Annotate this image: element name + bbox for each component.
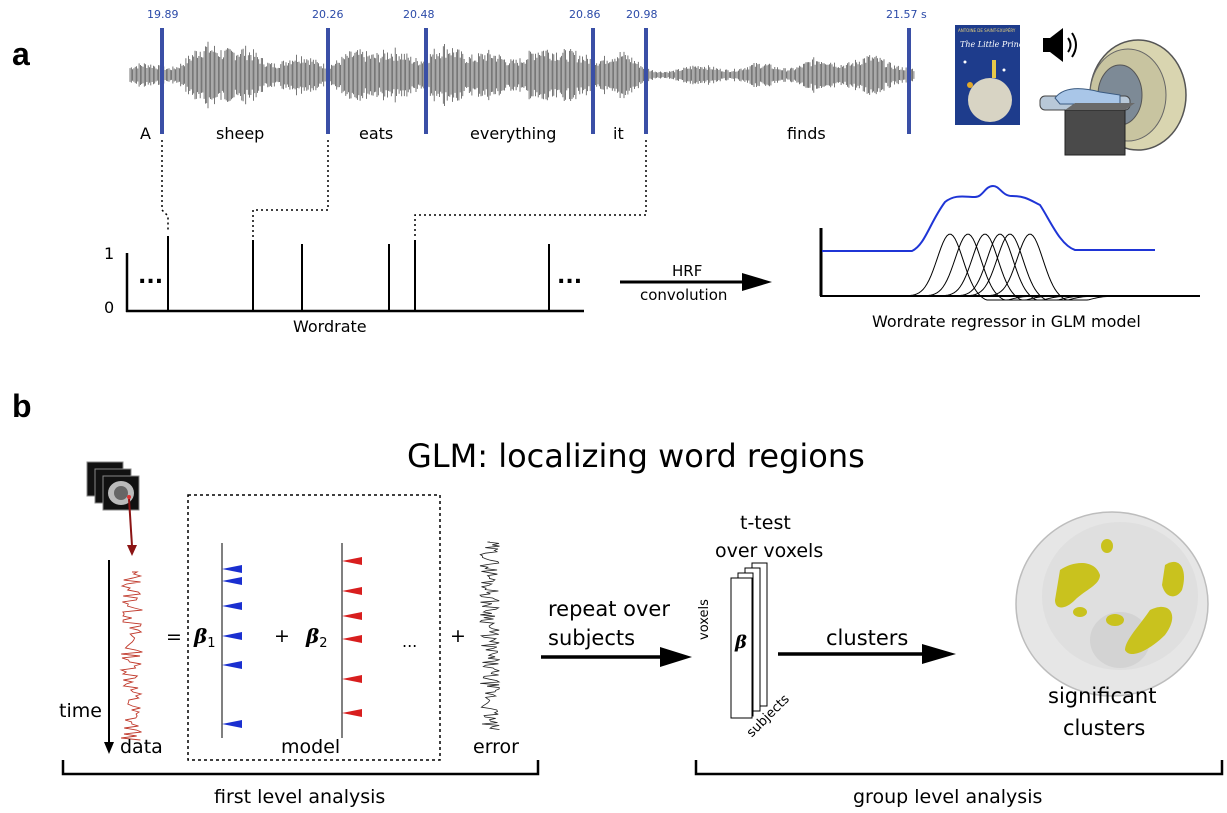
word-label: sheep (216, 124, 265, 143)
ttest-label-line1: t-test (740, 512, 791, 534)
error-label: error (473, 736, 519, 758)
word-label: finds (787, 124, 826, 143)
convolution-label: convolution (640, 286, 728, 304)
regressor-event-spike (222, 720, 242, 728)
beta1-letter: β (194, 624, 208, 648)
regressor-event-spike (222, 632, 242, 640)
clusters-arrow (778, 644, 956, 664)
regressor-event-spike (342, 635, 362, 643)
plus-sign: + (274, 625, 290, 647)
speaker-icon (1043, 28, 1077, 62)
plus-sign: + (450, 625, 466, 647)
time-axis (104, 560, 114, 754)
regressor-event-spike (222, 661, 242, 669)
regressor-1-blue (221, 543, 242, 738)
data-timeseries (119, 571, 143, 741)
wordrate-plot (125, 236, 584, 313)
book-author: ANTOINE DE SAINT-EXUPÉRY (958, 28, 1016, 33)
regressor-event-spike (342, 587, 362, 595)
timestamp-label: 19.89 (147, 8, 179, 21)
timestamp-label: 20.98 (626, 8, 658, 21)
repeat-arrow (541, 647, 692, 667)
hrf-curve (922, 233, 1058, 301)
panel-letter-b: b (12, 388, 32, 424)
model-label: model (281, 736, 341, 758)
voxel-arrow (127, 498, 137, 556)
regressor-label: Wordrate regressor in GLM model (872, 312, 1141, 331)
word-label: eats (359, 124, 394, 143)
voxels-label: voxels (697, 599, 712, 640)
regressor-event-spike (342, 675, 362, 683)
hrf-arrow (620, 273, 772, 291)
first-level-bracket (61, 760, 540, 776)
regressor-event-spike (342, 709, 362, 717)
beta1-symbol: β1 (194, 624, 216, 651)
ellipsis-right: ... (557, 264, 583, 289)
beta2-subscript: 2 (319, 636, 328, 651)
wordrate-label: Wordrate (293, 317, 367, 336)
panel-letter-a: a (12, 36, 30, 72)
timestamp-label: 20.26 (312, 8, 344, 21)
word-label: it (613, 124, 624, 143)
panel-b-title: GLM: localizing word regions (407, 437, 865, 475)
glass-brain-clusters (1015, 511, 1209, 697)
significant-label-line1: significant (1048, 684, 1157, 708)
data-label: data (120, 736, 163, 758)
repeat-label-line1: repeat over (548, 597, 670, 621)
equals-sign: = (166, 626, 182, 648)
group-level-bracket (694, 760, 1224, 776)
regressor-2-red (341, 543, 362, 738)
beta2-symbol: β2 (306, 624, 328, 651)
regressor-event-spike (222, 565, 242, 573)
brain-slice-stack-icon (86, 461, 140, 511)
significant-label-line2: clusters (1063, 716, 1146, 740)
word-onset-markers (160, 28, 911, 134)
hrf-curve (954, 233, 1090, 301)
hrf-curve (984, 233, 1120, 301)
regressor-event-spike (342, 612, 362, 620)
regressor-event-spike (222, 602, 242, 610)
error-timeseries (479, 541, 501, 730)
beta-stack-symbol: β (735, 632, 747, 653)
book-cover-image (955, 25, 1020, 125)
word-label: A (140, 124, 151, 143)
hrf-curve (904, 233, 1040, 301)
ttest-label-line2: over voxels (715, 540, 824, 562)
more-regressors-dots: ... (402, 632, 418, 651)
ellipsis-left: ... (138, 264, 164, 289)
repeat-label-line2: subjects (548, 626, 636, 650)
beta2-letter: β (306, 624, 320, 648)
dotted-connectors (161, 140, 647, 238)
clusters-label: clusters (826, 626, 909, 650)
timestamp-label: 20.86 (569, 8, 601, 21)
hrf-label: HRF (672, 262, 703, 280)
regressor-plot (819, 184, 1200, 301)
regressor-event-spike (342, 557, 362, 565)
time-label: time (59, 700, 102, 722)
y-tick-0: 0 (104, 298, 115, 317)
y-tick-1: 1 (104, 244, 115, 263)
word-label: everything (470, 124, 557, 143)
beta1-subscript: 1 (207, 636, 216, 651)
timestamp-label: 21.57 s (886, 8, 927, 21)
model-box (187, 494, 441, 761)
book-title: The Little Prince (960, 40, 1029, 49)
speech-waveform (129, 41, 915, 109)
regressor-event-spike (222, 577, 242, 585)
timestamp-label: 20.48 (403, 8, 435, 21)
hrf-curve (964, 233, 1100, 301)
first-level-label: first level analysis (214, 786, 386, 808)
mri-scanner-illustration (1039, 39, 1187, 156)
group-level-label: group level analysis (853, 786, 1043, 808)
beta-map-stack (730, 562, 768, 719)
